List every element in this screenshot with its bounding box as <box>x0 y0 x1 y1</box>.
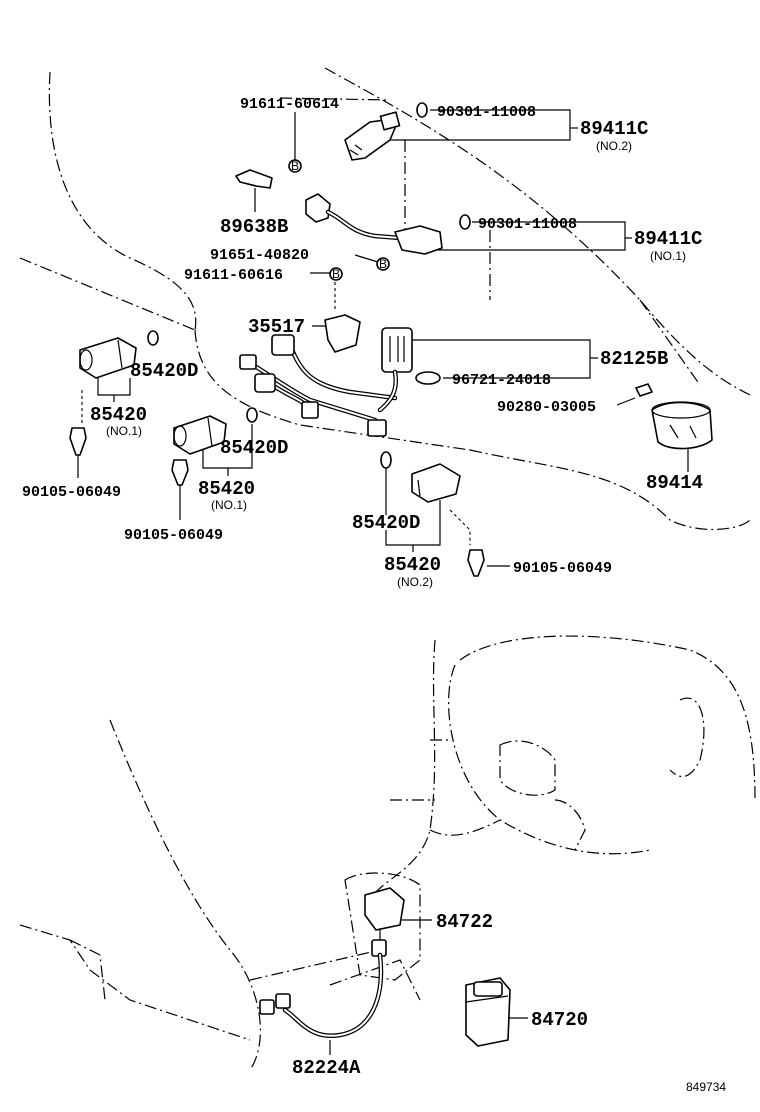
label-90301-11008-a: 90301-11008 <box>437 104 536 121</box>
connector-82125b <box>377 327 413 413</box>
speed-sensor-no1 <box>305 193 443 255</box>
label-85420-bottom: 85420 <box>384 554 441 576</box>
bracket-35517 <box>324 314 361 353</box>
label-89414: 89414 <box>646 472 703 494</box>
label-91611-60614: 91611-60614 <box>240 96 339 113</box>
vehicle-body-outline <box>19 67 751 1071</box>
bolt-bottom <box>467 549 485 577</box>
o-ring-top <box>416 102 428 118</box>
parts: B B B <box>69 102 713 1047</box>
steering-wheel <box>429 635 756 855</box>
label-90105-06049-bottom: 90105-06049 <box>513 560 612 577</box>
label-85420-left-sub: (NO.1) <box>106 424 142 438</box>
speed-sensor-no2 <box>344 111 401 161</box>
solenoid-85420-middle <box>173 415 227 455</box>
drawing-number: 849734 <box>686 1080 726 1094</box>
callout-b-1 <box>288 159 302 173</box>
solenoid-85420-bottom <box>411 463 461 503</box>
harness-82224a <box>259 952 384 1039</box>
o-ring-mid <box>459 214 471 230</box>
label-90105-06049-left: 90105-06049 <box>22 484 121 501</box>
label-85420d-middle: 85420D <box>220 437 288 459</box>
switch-84720 <box>465 977 511 1047</box>
label-89411c-no2-sub: (NO.2) <box>596 139 632 153</box>
label-82224a: 82224A <box>292 1057 361 1079</box>
leader-lines <box>77 109 689 1055</box>
label-84720: 84720 <box>531 1009 588 1031</box>
label-89411c-no2: 89411C <box>580 118 648 140</box>
callout-b-3 <box>329 267 343 281</box>
label-85420d-left: 85420D <box>130 360 198 382</box>
part-labels: 91611-60614 90301-11008 89411C (NO.2) 89… <box>22 96 726 1094</box>
grommet-96721 <box>415 371 441 385</box>
label-91651-40820: 91651-40820 <box>210 247 309 264</box>
label-91611-60616: 91611-60616 <box>184 267 283 284</box>
callout-b-2 <box>376 257 390 271</box>
label-85420-bottom-sub: (NO.2) <box>397 575 433 589</box>
label-90301-11008-b: 90301-11008 <box>478 216 577 233</box>
label-89411c-no1: 89411C <box>634 228 702 250</box>
label-96721-24018: 96721-24018 <box>452 372 551 389</box>
sensor-89414 <box>651 401 713 450</box>
label-85420-middle-sub: (NO.1) <box>211 498 247 512</box>
label-84722: 84722 <box>436 911 493 933</box>
bolt-middle <box>171 459 189 486</box>
label-89411c-no1-sub: (NO.1) <box>650 249 686 263</box>
o-ring-bottom <box>380 451 392 469</box>
wire-harness <box>239 334 398 437</box>
bolt-left <box>69 427 87 456</box>
switch-84722 <box>344 872 421 981</box>
o-ring-left <box>147 330 159 346</box>
clip-90280 <box>635 383 653 397</box>
label-82125b: 82125B <box>600 348 668 370</box>
label-90105-06049-middle: 90105-06049 <box>124 527 223 544</box>
svg-text:B: B <box>291 159 299 173</box>
label-89638b: 89638B <box>220 216 288 238</box>
label-85420d-bottom: 85420D <box>352 512 420 534</box>
label-85420-left: 85420 <box>90 404 147 426</box>
label-90280-03005: 90280-03005 <box>497 399 596 416</box>
svg-text:B: B <box>332 267 340 281</box>
svg-text:B: B <box>379 257 387 271</box>
o-ring-middle <box>246 407 258 423</box>
clip-89638b <box>235 169 273 189</box>
label-85420-middle: 85420 <box>198 478 255 500</box>
solenoid-85420-left <box>79 337 137 379</box>
label-35517: 35517 <box>248 316 305 338</box>
